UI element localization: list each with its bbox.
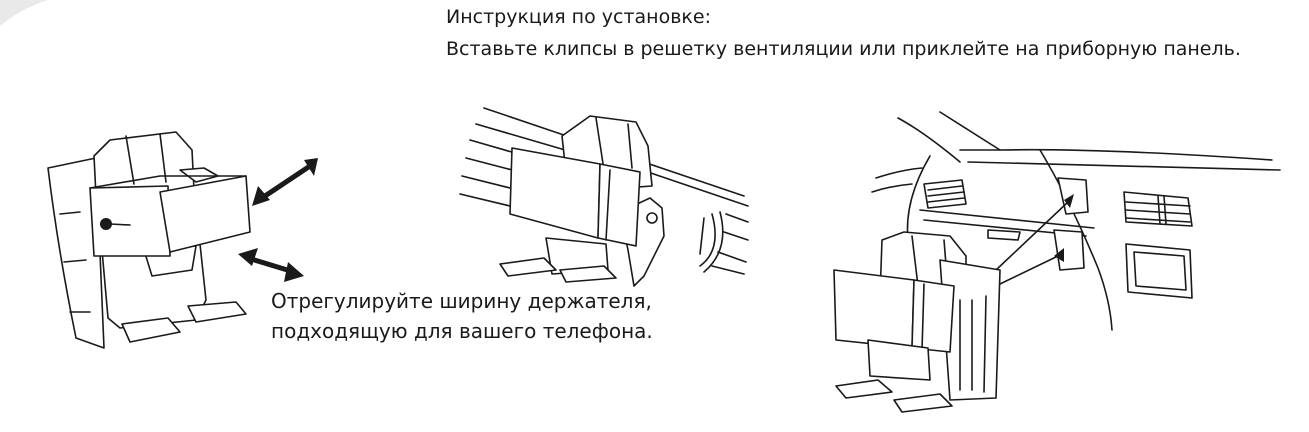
holder-side-grip [89,185,171,257]
pointer-line [999,255,1059,285]
corner-shadow [0,0,48,26]
pointer-line [995,201,1069,271]
adjust-note-line-1: Отрегулируйте ширину держателя, [271,289,652,313]
dash-vent-right [1123,191,1193,227]
adjust-note-line-2: подходящую для вашего телефона. [271,319,653,343]
vent-holder-foot-left [499,257,557,277]
adhesive-pad-lower [1053,229,1085,271]
clip-pivot [646,212,658,224]
instructions-body: Вставьте клипсы в решетку вентиляции или… [446,38,1241,60]
double-arrow-icon [238,248,304,282]
holder-foot-right [187,301,247,323]
vent-holder-grip [509,147,601,239]
holder-foot-left [121,317,181,343]
dash-holder-foot-left [835,379,893,399]
dash-holder-foot-right [893,393,953,413]
vent-clip-figure [459,107,749,287]
holder-front-grip [159,175,251,253]
dash-screen [1125,243,1193,299]
dashboard-figure [833,111,1281,413]
double-arrow-icon [252,158,318,206]
holder-back-plate [47,157,105,349]
holder-figure-adjust [47,131,318,349]
dash-holder-grip [833,269,915,349]
release-button [100,218,112,230]
vent-holder-foot-right [559,265,617,283]
instructions-title: Инструкция по установке: [446,6,711,28]
